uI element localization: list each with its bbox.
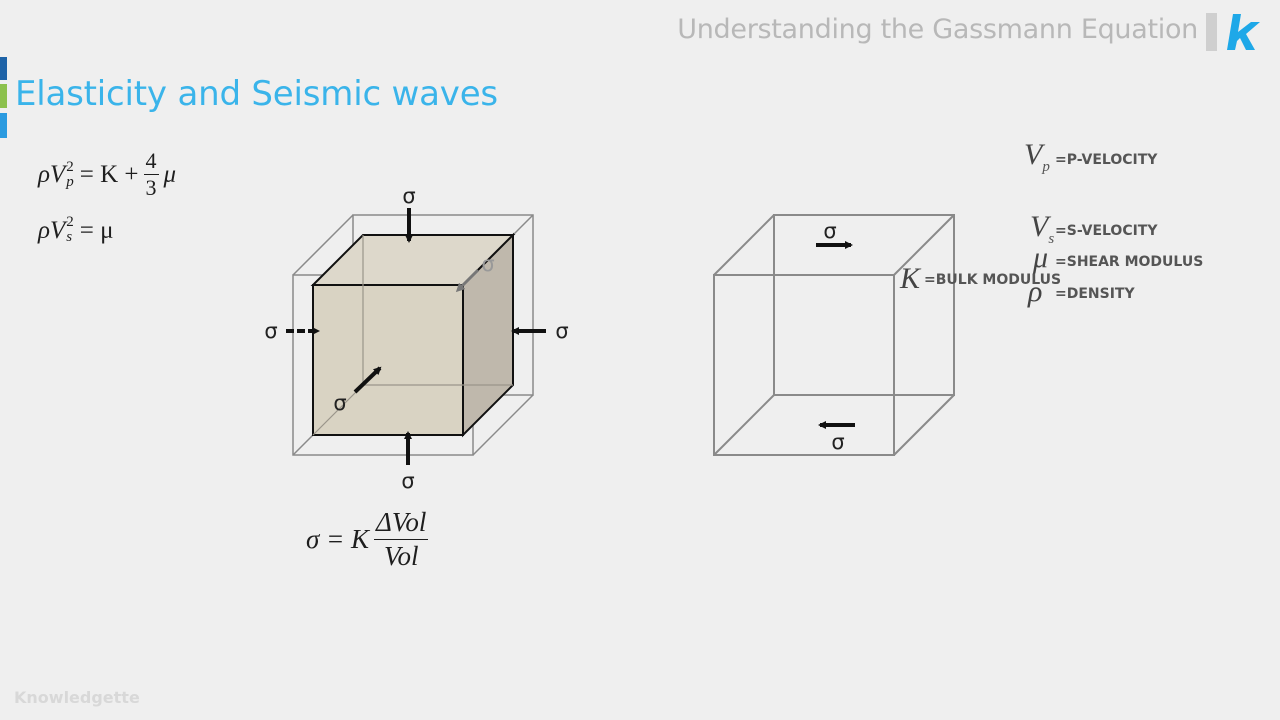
sigma-label-left: σ [264, 319, 277, 343]
accent-bar-blue [0, 57, 7, 80]
mu-symbol: μ [163, 161, 177, 188]
equation-rhs: = K + [79, 161, 139, 188]
fraction-denominator: 3 [145, 175, 157, 200]
legend-symbol-vp: Vp [1024, 138, 1050, 175]
shear-sigma-top: σ [823, 219, 836, 243]
shear-cube-outline [713, 214, 955, 456]
shear-sigma-bottom: σ [831, 430, 844, 454]
subscript-s: s [66, 229, 73, 245]
sigma-label-bottom: σ [401, 469, 414, 493]
header-divider [1206, 13, 1217, 51]
legend-text-s-velocity: =S-VELOCITY [1055, 223, 1158, 239]
accent-bar-green [0, 84, 7, 108]
velocity-symbol: V [50, 216, 66, 244]
sigma-label-back: σ [481, 252, 494, 276]
fraction-four-thirds: 4 3 [143, 148, 159, 200]
sigma-label-right: σ [555, 319, 568, 343]
compressed-cube [310, 232, 516, 438]
fraction-numerator: 4 [145, 148, 157, 173]
velocity-symbol: V [50, 161, 66, 188]
sigma-label-top: σ [402, 184, 415, 208]
exponent: 2 [66, 158, 74, 175]
legend-symbol-rho: ρ [1028, 275, 1043, 308]
presentation-title: Understanding the Gassmann Equation [677, 14, 1198, 45]
legend-text-bulk-modulus: =BULK MODULUS [924, 272, 1062, 288]
accent-bar-lightblue [0, 113, 7, 138]
legend-symbol-mu: μ [1033, 241, 1049, 274]
rho-symbol: ρ [38, 216, 50, 244]
fraction-numerator: ΔVol [376, 507, 427, 537]
equation-lhs: σ = K [306, 524, 370, 554]
legend-text-density: =DENSITY [1055, 286, 1135, 302]
rho-symbol: ρ [38, 161, 50, 188]
knowledgette-logo-icon [1227, 14, 1260, 50]
legend-symbol-vs: Vs [1030, 210, 1055, 247]
equation-rhs: = μ [79, 216, 114, 244]
sigma-label-front: σ [333, 391, 346, 415]
stress-arrow-back [455, 268, 480, 293]
fraction-bar [143, 174, 159, 175]
legend-text-p-velocity: =P-VELOCITY [1055, 152, 1158, 168]
exponent: 2 [66, 214, 74, 230]
footer-brand: Knowledgette [14, 688, 140, 707]
legend-symbol-k: K [900, 262, 921, 295]
bulk-modulus-equation: σ = K ΔVol Vol [306, 509, 433, 570]
slide-title: Elasticity and Seismic waves [15, 74, 498, 114]
fraction-denominator: Vol [383, 541, 419, 571]
subscript-p: p [66, 173, 74, 190]
stress-arrow-front [353, 366, 382, 394]
legend-text-shear-modulus: =SHEAR MODULUS [1055, 254, 1204, 270]
fraction-bar [374, 539, 429, 540]
volume-fraction: ΔVol Vol [374, 507, 429, 571]
